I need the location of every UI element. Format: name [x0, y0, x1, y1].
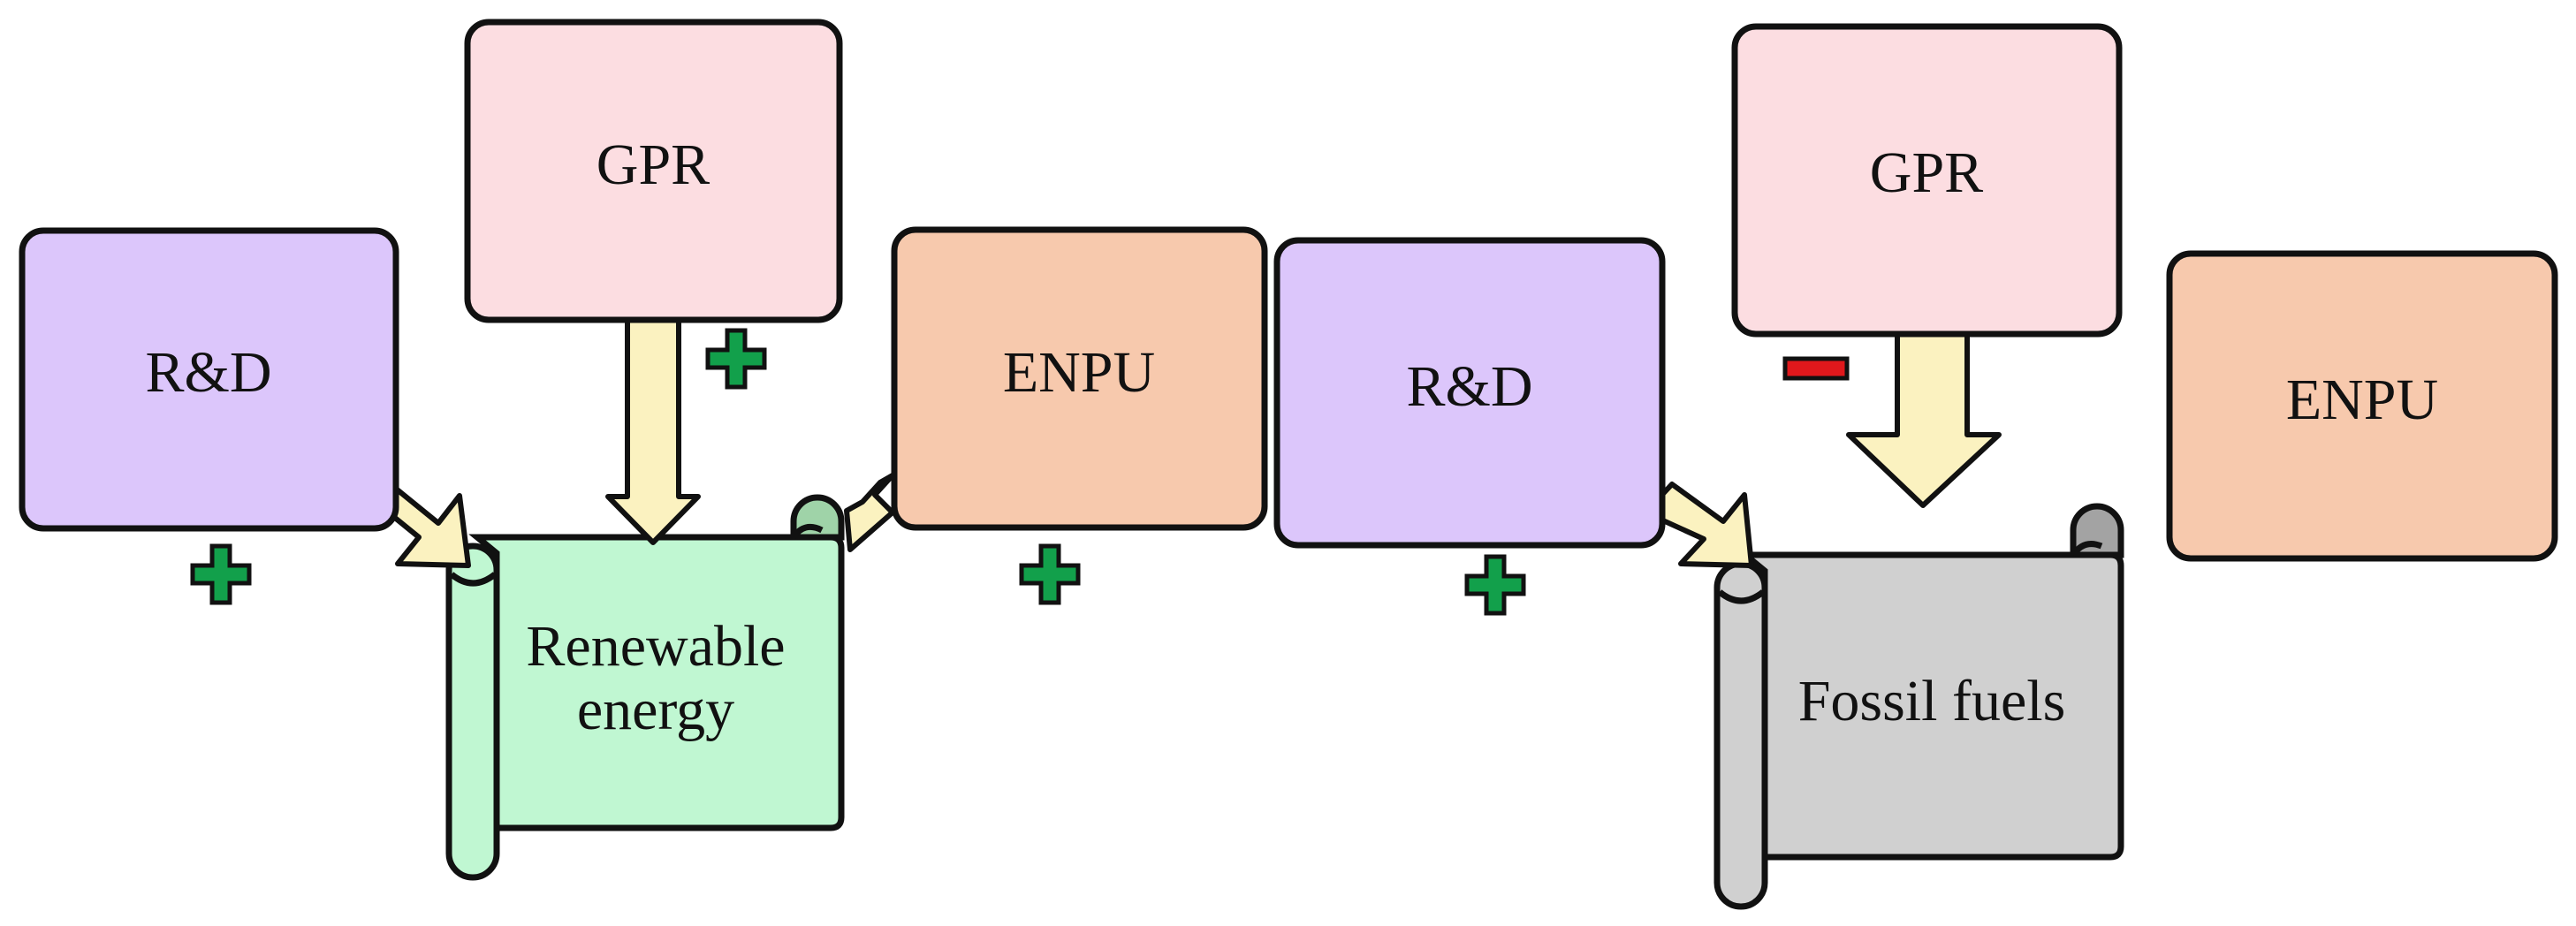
- renewable-energy-scroll: Renewable energy: [445, 494, 845, 881]
- enpu-label-right: ENPU: [2286, 368, 2438, 432]
- enpu-label-left: ENPU: [1003, 340, 1155, 405]
- renewable-scroll-bottom-curl: [449, 572, 498, 587]
- plus-sign-enpu-left: [1019, 543, 1081, 605]
- fossil-scroll-bottom-curl: [1717, 589, 1766, 604]
- plus-sign-gpr-left: [705, 328, 767, 390]
- fossil-scroll-roll: [1714, 560, 1768, 910]
- fossil-label: Fossil fuels: [1798, 669, 2066, 733]
- enpu-box-right: ENPU: [2166, 250, 2558, 562]
- arrow-enpu-to-renewable: [844, 473, 895, 552]
- gpr-label-right: GPR: [1870, 140, 1983, 205]
- enpu-box-left: ENPU: [891, 226, 1268, 531]
- plus-sign-rd-left: [190, 543, 252, 605]
- arrow-gpr-to-fossil: [1846, 331, 2002, 508]
- plus-sign-rd-right: [1464, 554, 1526, 616]
- minus-sign-gpr-right: [1782, 356, 1850, 381]
- gpr-box-right: GPR: [1731, 23, 2123, 338]
- gpr-box-left: GPR: [464, 19, 843, 323]
- renewable-label-line2: energy: [577, 678, 734, 742]
- gpr-label-left: GPR: [597, 133, 710, 197]
- rd-label-left: R&D: [145, 340, 271, 405]
- right-panel: Fossil fuels R&D GPR ENPU: [1273, 23, 2558, 910]
- renewable-label-line1: Renewable: [526, 614, 785, 679]
- fossil-fuels-scroll: Fossil fuels: [1714, 503, 2124, 910]
- arrow-gpr-to-renewable: [605, 317, 701, 545]
- rd-box-right: R&D: [1273, 237, 1666, 549]
- left-panel: Renewable energy R&D GPR ENPU: [19, 19, 1268, 881]
- renewable-scroll-roll: [445, 543, 500, 881]
- rd-label-right: R&D: [1406, 354, 1532, 419]
- rd-box-left: R&D: [19, 227, 399, 532]
